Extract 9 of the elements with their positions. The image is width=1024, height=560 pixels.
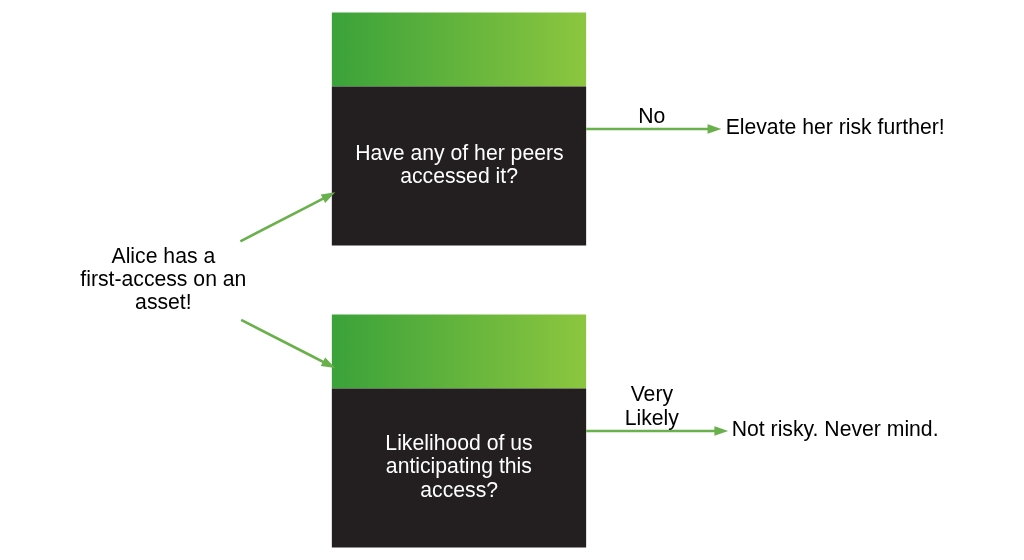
node-text: Not risky. Never mind. bbox=[731, 417, 939, 441]
node-text: Alice has a first-access on an asset! bbox=[79, 243, 246, 314]
node-text: Elevate her risk further! bbox=[725, 115, 945, 139]
edge-label: No bbox=[637, 103, 665, 127]
arrow bbox=[240, 318, 335, 369]
edge-label: Very Likely bbox=[624, 382, 679, 429]
arrow bbox=[585, 124, 721, 134]
arrow bbox=[585, 426, 728, 436]
arrow bbox=[239, 192, 335, 243]
